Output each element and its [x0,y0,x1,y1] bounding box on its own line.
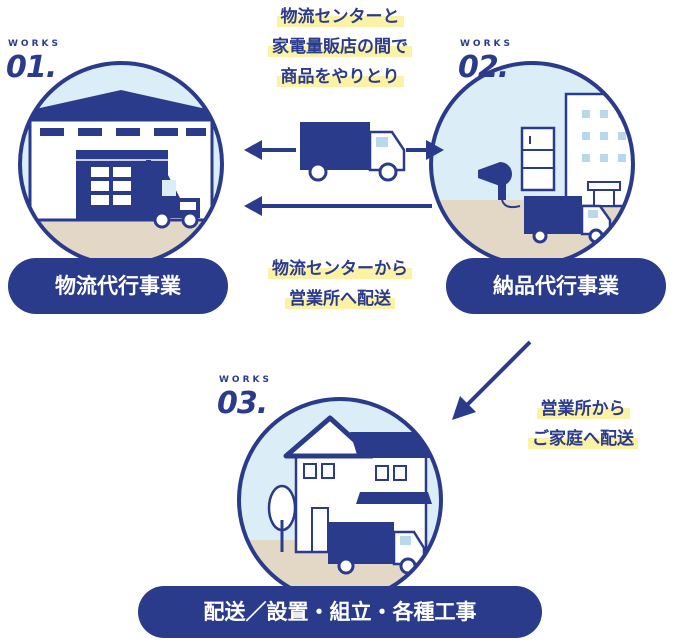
appliance-scene [429,61,635,267]
two-way-arrow-icon [244,140,444,160]
truck-icon-right [524,196,612,244]
house-scene [237,397,443,603]
annotation-top: 物流センターと 家電量販店の間で 商品をやりとり [222,2,458,92]
works-title-02: 納品代行事業 [446,258,666,314]
annotation-top-line-2: 家電量販店の間で [268,37,412,57]
left-arrow-icon [244,196,432,216]
hair-dryer-icon [478,162,521,209]
annotation-middle-line-1: 物流センターから [268,259,412,279]
annotation-right-line-1: 営業所から [536,399,630,419]
building-icon [564,92,633,208]
works-number-02: 02. [458,50,509,85]
annotation-middle-line-2: 営業所へ配送 [285,289,395,309]
annotation-middle: 物流センターから 営業所へ配送 [222,254,458,314]
works-label-02: WORKS [460,39,513,49]
works-label-03: WORKS [219,375,272,385]
refrigerator-icon [520,126,556,192]
box-stack-icon [88,165,134,211]
forklift-icon [134,160,200,229]
works-title-01: 物流代行事業 [8,258,228,314]
annotation-top-line-1: 物流センターと [276,7,404,27]
works-number-01: 01. [6,50,57,85]
works-number-03: 03. [217,386,268,421]
truck-icon-house [328,522,426,575]
annotation-right-line-2: ご家庭へ配送 [528,429,638,449]
center-truck-icon [300,122,406,182]
annotation-top-line-3: 商品をやりとり [276,67,404,87]
annotation-right: 営業所から ご家庭へ配送 [490,394,676,454]
works-label-01: WORKS [8,39,61,49]
warehouse-scene [18,61,224,267]
works-title-03: 配送／設置・組立・各種工事 [138,586,542,638]
diagonal-arrow-icon [452,340,532,420]
